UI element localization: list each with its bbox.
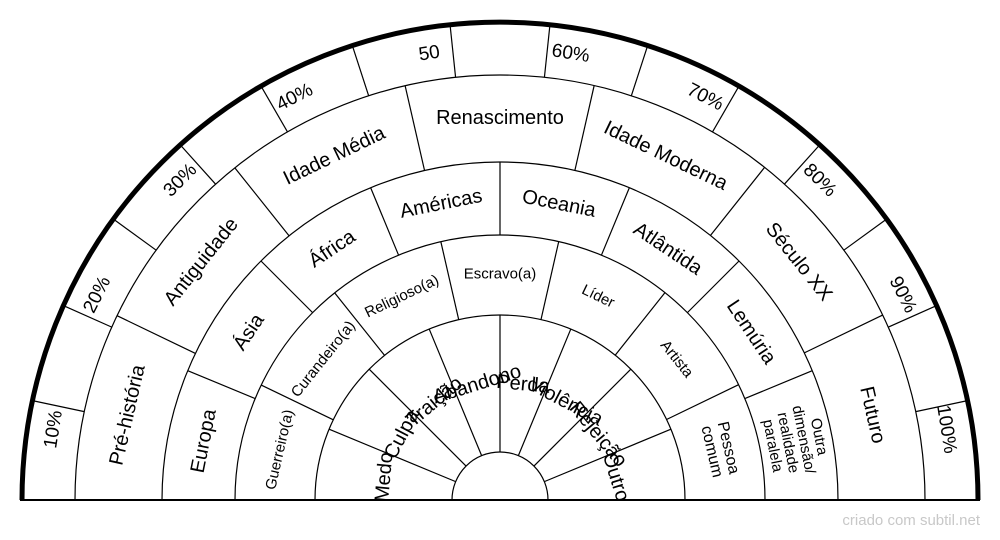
roles-label: Curandeiro(a) (288, 318, 359, 401)
percent-label: 50 (417, 42, 441, 66)
places-label: África (304, 224, 360, 272)
sector-divider (368, 368, 467, 467)
percent-label: 90% (885, 273, 921, 317)
themes-label: Medo (371, 451, 397, 503)
eras-label: Pré-história (105, 362, 149, 467)
percent-label: 60% (550, 40, 591, 67)
percent-label: 70% (683, 79, 727, 115)
sector-divider (666, 384, 739, 421)
sector-divider (351, 45, 370, 96)
roles-label: Religioso(a) (362, 271, 442, 321)
places-label: Ásia (228, 309, 269, 355)
roles-label: Escravo(a) (464, 266, 537, 283)
places-label: Europa (187, 406, 221, 474)
sector-divider (234, 167, 290, 237)
sector-divider (574, 85, 595, 171)
chart-structure (19, 19, 981, 501)
percent-label: 30% (160, 159, 202, 201)
places-label: Outradimensão/realidadeparalela (758, 401, 835, 482)
sector-divider (711, 85, 740, 133)
sector-divider (63, 305, 112, 328)
outer-arc (19, 19, 981, 501)
percent-label: 100% (932, 404, 960, 455)
sector-divider (544, 428, 672, 483)
roles-label: Artista (657, 337, 697, 381)
sector-divider (686, 260, 740, 314)
credit-text: criado com subtil.net (842, 512, 980, 529)
eras-label: Idade Média (280, 122, 390, 190)
sector-divider (440, 241, 460, 320)
sector-divider (888, 305, 937, 328)
sector-divider (915, 400, 968, 413)
sector-divider (116, 315, 196, 354)
sector-divider (614, 292, 666, 356)
ring-border (74, 74, 926, 501)
percent-label: 80% (799, 160, 841, 202)
roles-label: Líder (579, 281, 617, 311)
percent-label: 40% (273, 79, 317, 115)
sector-divider (540, 241, 560, 320)
sector-divider (517, 328, 572, 456)
sector-divider (843, 218, 888, 251)
places-label: Atlântida (629, 218, 707, 280)
sector-divider (630, 45, 649, 96)
sector-divider (709, 167, 766, 236)
roles-label: Guerreiro(a) (262, 408, 297, 491)
sector-divider (533, 368, 632, 467)
sector-divider (328, 428, 456, 483)
sector-divider (260, 85, 289, 133)
eras-label: Renascimento (436, 107, 564, 129)
sector-divider (112, 218, 157, 251)
sector-divider (32, 400, 85, 413)
roles-label: Pessoacomum (698, 420, 743, 480)
sector-divider (449, 24, 457, 78)
percent-label: 10% (40, 409, 67, 450)
sector-divider (804, 314, 883, 354)
themes-label: Perda (495, 371, 551, 398)
places-label: Lemúria (722, 296, 781, 369)
sector-divider (187, 370, 256, 400)
sector-divider (600, 187, 630, 256)
sector-divider (404, 85, 426, 171)
sector-divider (179, 144, 217, 185)
ring-border (451, 451, 549, 501)
percent-label: 20% (79, 273, 115, 317)
sector-divider (370, 187, 400, 256)
sector-divider (783, 144, 821, 185)
eras-label: Século XX (761, 218, 836, 305)
places-label: Américas (398, 185, 484, 223)
sector-divider (543, 24, 551, 78)
sector-divider (260, 260, 314, 314)
places-label: Oceania (520, 186, 598, 222)
sector-divider (744, 370, 813, 400)
sector-divider (428, 328, 483, 456)
sector-divider (260, 384, 334, 421)
sector-divider (334, 292, 386, 356)
eras-label: Futuro (855, 384, 889, 445)
